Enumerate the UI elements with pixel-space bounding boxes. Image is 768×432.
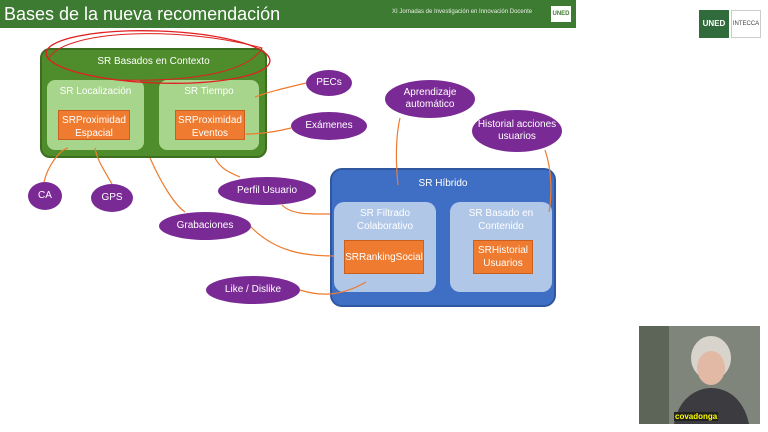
input-grabaciones: Grabaciones xyxy=(159,212,251,240)
input-perfil: Perfil Usuario xyxy=(218,177,316,205)
connector-examenes xyxy=(245,127,292,135)
annotation-scribble xyxy=(47,33,263,81)
webcam-name-label: covadonga xyxy=(674,412,719,421)
connector-historial xyxy=(544,149,552,213)
input-gps: GPS xyxy=(91,184,133,212)
connector-ctx-perfil xyxy=(214,157,241,178)
proximidad-eventos-box: SRProximidad Eventos xyxy=(175,110,245,140)
uned-logo: UNED xyxy=(699,10,729,38)
connector-ctx-grabaciones xyxy=(149,157,186,213)
input-pecs: PECs xyxy=(306,70,352,96)
intecca-logo: INTECCA xyxy=(731,10,761,38)
input-examenes: Exámenes xyxy=(291,112,367,140)
connector-perfil xyxy=(281,204,331,215)
connector-like xyxy=(299,281,367,295)
tiempo-title: SR Tiempo xyxy=(184,86,234,97)
connector-grabaciones xyxy=(249,225,335,257)
context-group-title: SR Basados en Contexto xyxy=(97,56,210,67)
input-ca: CA xyxy=(28,182,62,210)
input-historial: Historial acciones usuarios xyxy=(472,110,562,152)
connector-ca xyxy=(43,147,69,183)
connector-aprendizaje xyxy=(395,117,401,186)
slide-title: Bases de la nueva recomendación xyxy=(4,4,281,24)
colaborativo-title: SR Filtrado Colaborativo xyxy=(356,208,414,232)
input-aprendizaje: Aprendizaje automático xyxy=(385,80,475,118)
webcam-feed xyxy=(639,326,760,424)
ranking-social-box: SRRankingSocial xyxy=(344,240,424,274)
presenter-video-icon xyxy=(639,326,760,424)
localizacion-title: SR Localización xyxy=(59,86,132,97)
contenido-title: SR Basado en Contenido xyxy=(468,208,534,232)
proximidad-espacial-box: SRProximidad Espacial xyxy=(58,110,130,140)
connector-pecs xyxy=(254,82,307,98)
annotation-circle xyxy=(45,30,271,84)
conference-name: XI Jornadas de Investigación en Innovaci… xyxy=(392,9,533,15)
historial-usuarios-box: SRHistorial Usuarios xyxy=(473,240,533,274)
header-uned-logo: UNED xyxy=(551,6,571,22)
connector-gps xyxy=(94,147,113,185)
slide-header-bar xyxy=(0,0,576,28)
input-like-dislike: Like / Dislike xyxy=(206,276,300,304)
hybrid-group-title: SR Híbrido xyxy=(418,178,468,189)
